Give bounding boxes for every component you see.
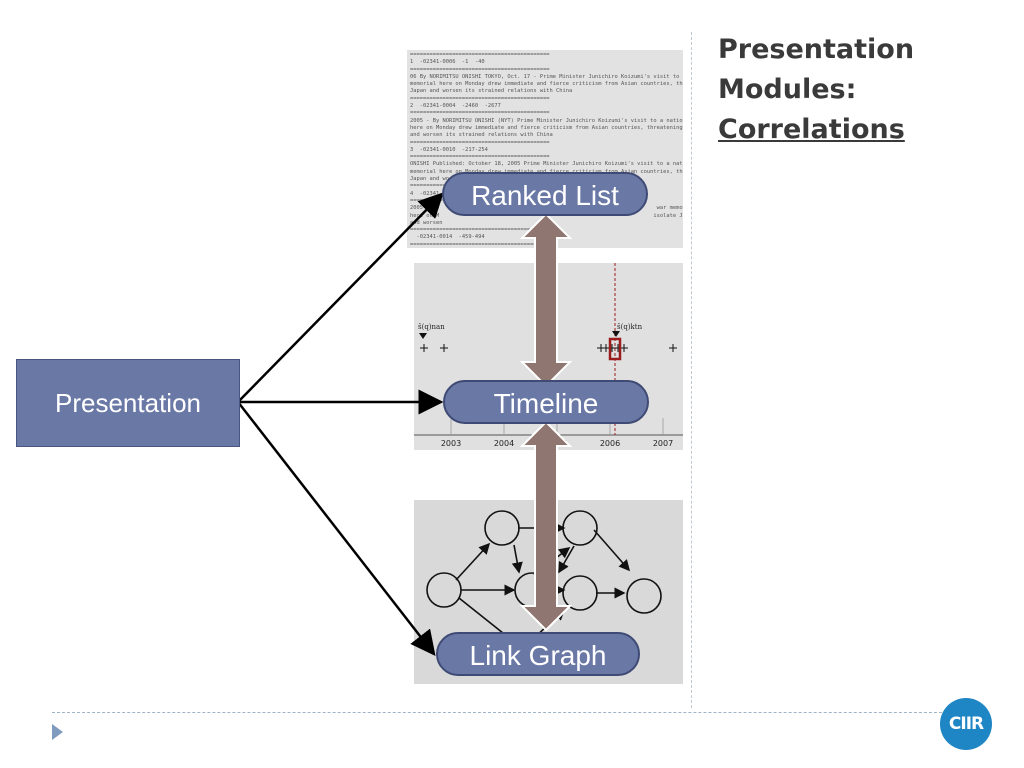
timeline-plot: 2003 2004 2005 2006 2007 ŝ(q)nan ŝ(q)ktn [414, 263, 683, 448]
year-tick-1: 2004 [494, 439, 514, 448]
ranked-list-node: Ranked List [442, 172, 648, 216]
snippet-line: ========================================… [410, 241, 550, 248]
title-line-2: Modules: [718, 74, 857, 105]
snippet-line: ========================================… [410, 66, 550, 73]
snippet-line: ONISHI Published: October 18, 2005 Prime… [410, 161, 683, 168]
ranked-list-snippet-text: ========================================… [407, 50, 683, 248]
graph-node [426, 572, 462, 608]
snippet-line: here on Monday drew immediate and fierce… [410, 124, 683, 131]
snippet-line: ========================================… [410, 52, 550, 58]
year-tick-0: 2003 [441, 439, 461, 448]
vertical-divider [691, 32, 692, 708]
link-graph-node: Link Graph [436, 632, 640, 676]
title-line-1: Presentation [718, 34, 915, 65]
snippet-line: and worsen its strained relations with C… [410, 132, 553, 139]
bullet-triangle-icon [52, 724, 63, 740]
arrow-to-ranked-list [237, 192, 444, 403]
snippet-line: ========================================… [410, 110, 550, 117]
snippet-line: ========================================… [410, 227, 550, 234]
snippet-line: 1 -02341-0006 -1 -40 [410, 59, 485, 66]
year-tick-4: 2007 [653, 439, 673, 448]
snippet-line: 06 By NORIMITSU ONISHI TOKYO, Oct. 17 - … [410, 73, 683, 80]
arrow-to-link-graph [237, 401, 436, 656]
double-arrow-list-timeline [519, 212, 573, 388]
burst-highlight [608, 337, 622, 361]
snippet-line: -02341-0014 -459-494 [410, 234, 485, 241]
snippet-line: memorial here on Monday drew immediate a… [410, 81, 683, 88]
year-tick-3: 2006 [600, 439, 620, 448]
marker-right-label: ŝ(q)ktn [617, 323, 643, 331]
graph-node [626, 578, 662, 614]
ciir-logo: CIIR [940, 698, 992, 750]
graph-node [562, 575, 598, 611]
slide-title: Presentation Modules: Correlations [718, 30, 1008, 150]
footer-divider [52, 712, 962, 713]
snippet-line: ========================================… [410, 154, 550, 161]
snippet-line: ========================================… [410, 139, 550, 146]
graph-node [484, 510, 520, 546]
marker-left-label: ŝ(q)nan [418, 323, 445, 331]
title-line-3: Correlations [718, 114, 905, 145]
snippet-line: memorial here on Monday drew immediate a… [410, 168, 683, 175]
graph-nodes [426, 510, 662, 614]
presentation-box: Presentation [16, 359, 240, 447]
marker-right-icon [612, 331, 620, 337]
snippet-line: ========================================… [410, 95, 550, 102]
double-arrow-timeline-graph [519, 420, 573, 632]
marker-left-icon [419, 333, 427, 339]
snippet-line: Japan and worsen its strained relations … [410, 88, 573, 95]
snippet-line: 2 -02341-0004 -2460 -2677 [410, 103, 501, 110]
snippet-line: 2005 - By NORIMITSU ONISHI (NYT) Prime M… [410, 117, 683, 124]
graph-node [562, 510, 598, 546]
snippet-line: 3 -02341-0010 -217-254 [410, 146, 488, 153]
timeline-node: Timeline [443, 380, 649, 424]
